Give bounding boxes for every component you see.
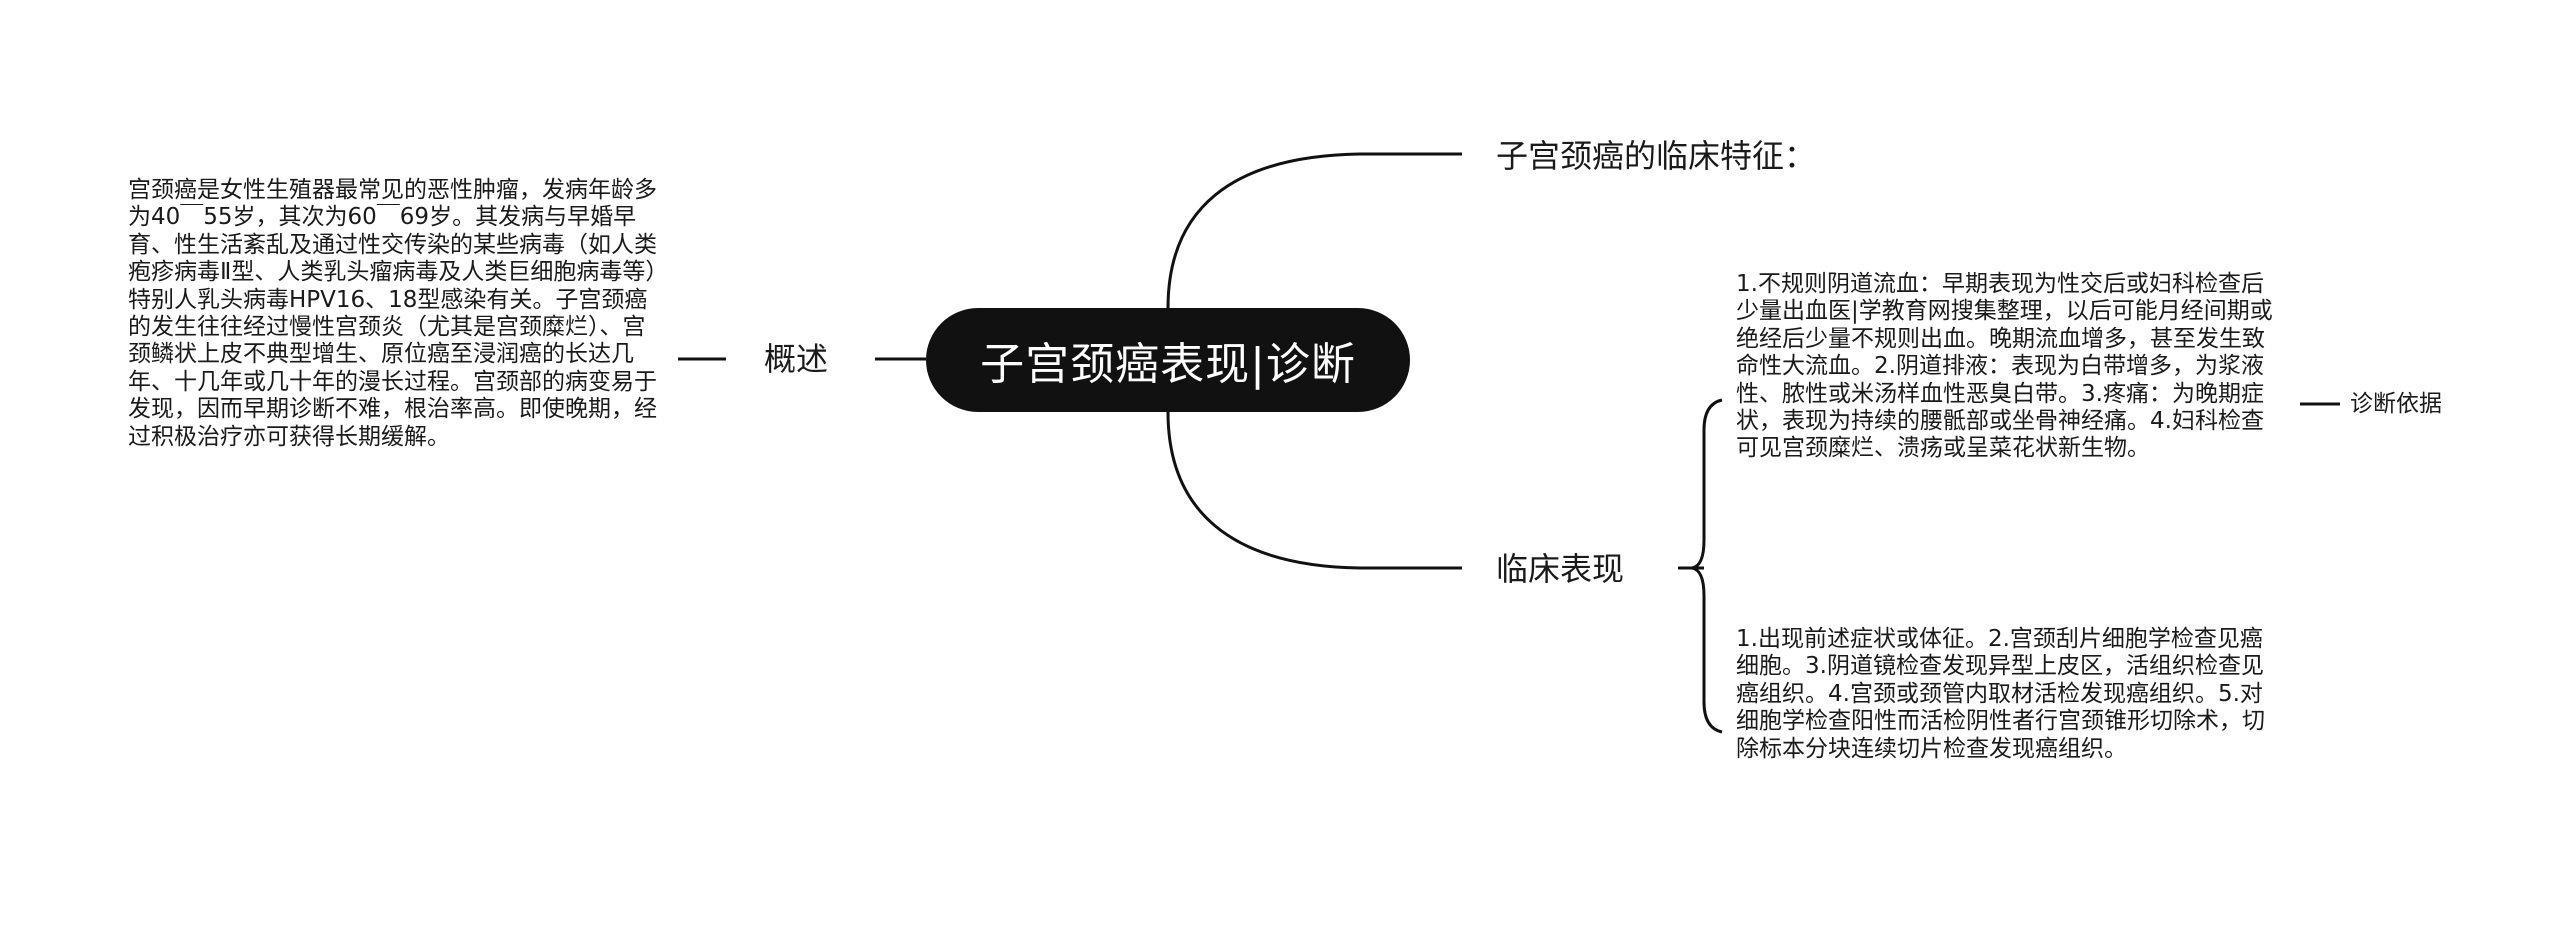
connector-root-clinical (1166, 411, 1462, 570)
diagnosis-text: 1.出现前述症状或体征。2.宫颈刮片细胞学检查见癌细胞。3.阴道镜检查发现异型上… (1736, 626, 2265, 762)
symptoms-text: 1.不规则阴道流血：早期表现为性交后或妇科检查后少量出血医|学教育网搜集整理，以… (1736, 271, 2273, 462)
branch-clinical-features[interactable]: 子宫颈癌的临床特征： (1496, 137, 1817, 175)
branch-clinical-manifestation[interactable]: 临床表现 (1496, 550, 1625, 588)
root-title: 子宫颈癌表现|诊断 (980, 339, 1356, 390)
branch-overview[interactable]: 概述 (764, 340, 829, 378)
root-node[interactable]: 子宫颈癌表现|诊断 (926, 308, 1410, 412)
connector-clinical-bracket-curve (1691, 398, 1723, 734)
overview-text: 宫颈癌是女性生殖器最常见的恶性肿瘤，发病年龄多为40￣55岁，其次为60￣69岁… (128, 177, 657, 450)
connector-root-features (1166, 152, 1462, 309)
symptoms-tag-diagnostic-basis: 诊断依据 (2350, 391, 2442, 417)
